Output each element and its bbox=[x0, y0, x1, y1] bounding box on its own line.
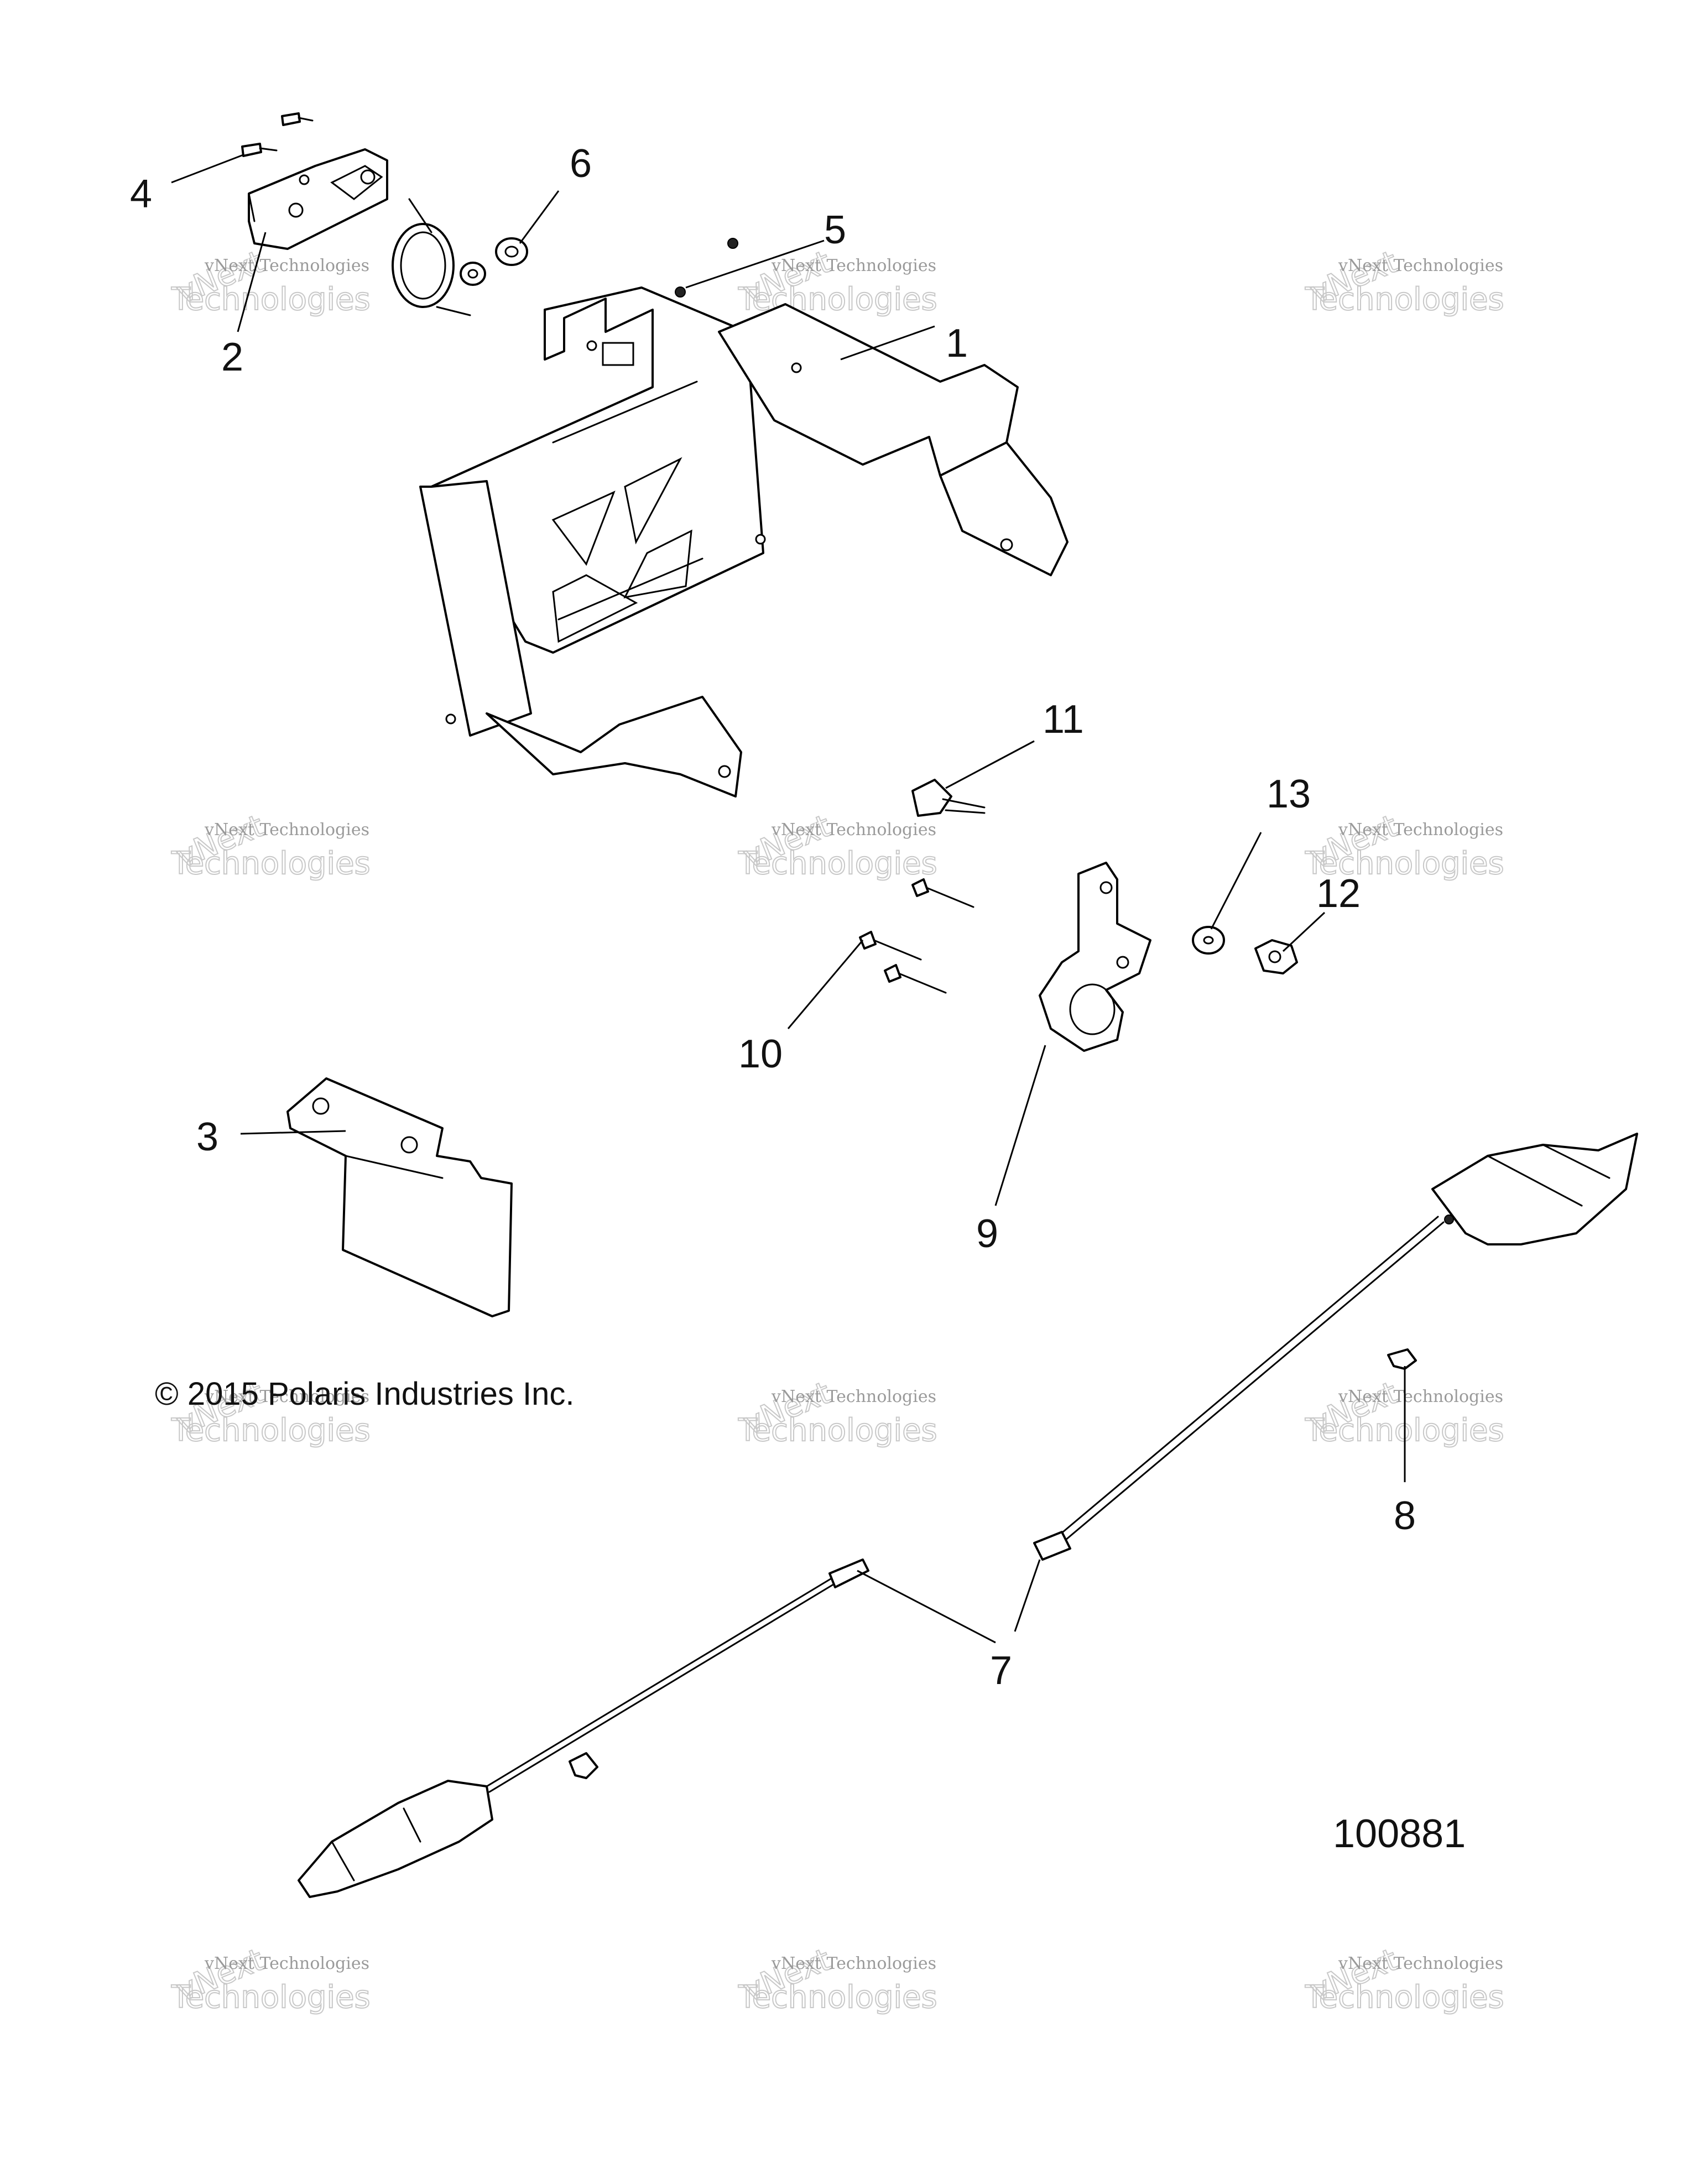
svg-text:vNext Technologies: vNext Technologies bbox=[1338, 1954, 1503, 1973]
watermark: vNext vNext Technologies Technologies bbox=[170, 1374, 371, 1449]
svg-text:vNext Technologies: vNext Technologies bbox=[204, 256, 369, 275]
callout-8: 8 bbox=[1394, 1494, 1416, 1538]
callout-numbers: 1 2 3 4 5 6 7 8 9 10 11 12 13 bbox=[130, 142, 1416, 1693]
part-6-nuts bbox=[460, 237, 528, 286]
watermark: vNext vNext Technologies Technologies bbox=[737, 243, 938, 318]
watermark: vNext vNext Technologies Technologies bbox=[1304, 807, 1505, 882]
svg-text:Technologies: Technologies bbox=[171, 846, 371, 882]
part-4-screws bbox=[241, 112, 314, 157]
callout-1: 1 bbox=[946, 321, 968, 366]
part-13-washer bbox=[1192, 926, 1225, 955]
svg-text:Technologies: Technologies bbox=[738, 1412, 937, 1448]
svg-text:vNext Technologies: vNext Technologies bbox=[204, 1954, 369, 1973]
part-7-turn-signal-left bbox=[298, 1558, 869, 1898]
callout-10: 10 bbox=[738, 1032, 783, 1076]
watermark: vNext vNext Technologies Technologies bbox=[737, 1374, 938, 1449]
svg-text:Technologies: Technologies bbox=[1305, 282, 1504, 317]
svg-text:Technologies: Technologies bbox=[171, 1412, 371, 1448]
svg-text:vNext Technologies: vNext Technologies bbox=[771, 1387, 936, 1406]
callout-3: 3 bbox=[196, 1115, 218, 1159]
callout-7: 7 bbox=[990, 1649, 1012, 1693]
callout-9: 9 bbox=[976, 1212, 998, 1256]
watermark: vNext vNext Technologies Technologies bbox=[737, 807, 938, 882]
part-10-bolts bbox=[859, 878, 974, 994]
svg-text:vNext Technologies: vNext Technologies bbox=[1338, 820, 1503, 840]
svg-text:Technologies: Technologies bbox=[1305, 846, 1504, 882]
svg-text:Technologies: Technologies bbox=[738, 1979, 937, 2015]
callout-6: 6 bbox=[570, 142, 592, 186]
part-1-license-bracket bbox=[419, 286, 1069, 798]
callout-2: 2 bbox=[221, 335, 243, 379]
part-2-lamp-housing bbox=[248, 148, 471, 316]
watermark: vNext vNext Technologies Technologies bbox=[170, 243, 371, 318]
svg-text:Technologies: Technologies bbox=[1305, 1979, 1504, 2015]
part-3-flap bbox=[286, 1077, 513, 1317]
svg-text:vNext Technologies: vNext Technologies bbox=[204, 1387, 369, 1406]
watermark: vNext vNext Technologies Technologies bbox=[737, 1941, 938, 2016]
svg-text:vNext Technologies: vNext Technologies bbox=[771, 820, 936, 840]
leader-lines bbox=[171, 154, 1406, 1644]
svg-text:Technologies: Technologies bbox=[738, 846, 937, 882]
diagram-number: 100881 bbox=[1333, 1812, 1466, 1856]
svg-text:vNext Technologies: vNext Technologies bbox=[1338, 1387, 1503, 1406]
part-5-nut bbox=[675, 238, 738, 298]
callout-12: 12 bbox=[1316, 872, 1361, 916]
callout-11: 11 bbox=[1043, 697, 1084, 742]
watermark: vNext vNext Technologies Technologies bbox=[1304, 243, 1505, 318]
watermark: vNext vNext Technologies Technologies bbox=[170, 1941, 371, 2016]
part-9-bracket bbox=[1039, 862, 1151, 1052]
svg-text:Technologies: Technologies bbox=[171, 1979, 371, 2015]
part-8-push-rivet bbox=[569, 1348, 1417, 1779]
svg-text:vNext Technologies: vNext Technologies bbox=[771, 1954, 936, 1973]
callout-13: 13 bbox=[1267, 772, 1311, 816]
watermark: vNext vNext Technologies Technologies bbox=[1304, 1941, 1505, 2016]
watermarks: vNext vNext Technologies Technologies vN… bbox=[170, 243, 1505, 2016]
svg-text:vNext Technologies: vNext Technologies bbox=[1338, 256, 1503, 275]
callout-5: 5 bbox=[824, 208, 846, 252]
svg-text:vNext Technologies: vNext Technologies bbox=[204, 820, 369, 840]
copyright-notice: © 2015 Polaris Industries Inc. bbox=[155, 1376, 574, 1412]
callout-4: 4 bbox=[130, 172, 152, 216]
part-11-bolt bbox=[911, 779, 986, 817]
watermark: vNext vNext Technologies Technologies bbox=[170, 807, 371, 882]
svg-text:vNext Technologies: vNext Technologies bbox=[771, 256, 936, 275]
part-7-turn-signal-right bbox=[1033, 1133, 1638, 1561]
svg-text:Technologies: Technologies bbox=[171, 282, 371, 317]
